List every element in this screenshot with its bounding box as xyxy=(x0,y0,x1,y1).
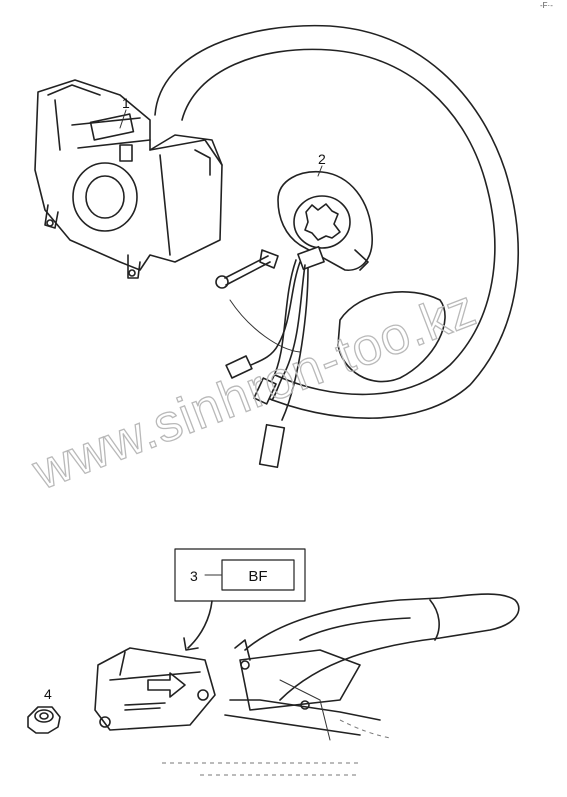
steering-wheel xyxy=(154,24,519,419)
bolt xyxy=(215,249,279,289)
callout-leader-1 xyxy=(119,109,127,129)
nut xyxy=(27,706,61,734)
combination-switch xyxy=(34,79,223,279)
clock-spring xyxy=(277,170,373,271)
watermark: www.sinhron-too.kz xyxy=(25,279,484,502)
callout-1: 1 xyxy=(122,95,130,111)
callout-4: 4 xyxy=(44,686,52,702)
callout-3: 3 xyxy=(190,568,198,584)
wiring-harness xyxy=(225,259,309,469)
handbrake-lever xyxy=(224,593,520,741)
callout-leader-2 xyxy=(317,165,323,177)
control-module xyxy=(94,647,216,731)
label-reference-box: BF xyxy=(174,548,306,651)
label-code: BF xyxy=(248,568,267,585)
corner-mark: -F·- xyxy=(540,1,553,10)
callout-2: 2 xyxy=(318,151,326,167)
